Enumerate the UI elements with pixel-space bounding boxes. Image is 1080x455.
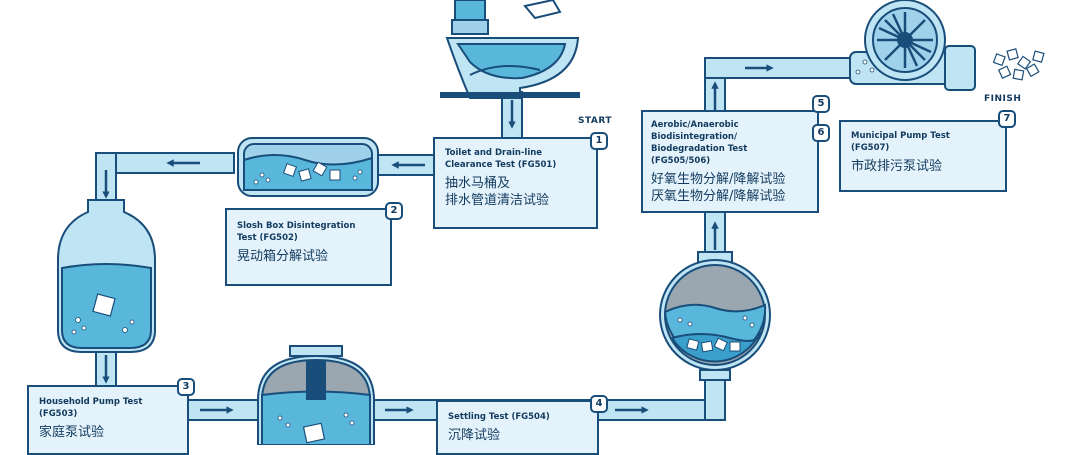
step-5-6-card: Aerobic/Anaerobic Biodisintegration/ Bio… [641, 110, 819, 213]
slosh-box-icon [237, 137, 379, 197]
step-4-title-zh: 沉降试验 [448, 428, 501, 443]
step-1-card: Toilet and Drain-line Clearance Test (FG… [433, 137, 598, 229]
step-2-card: Slosh Box Disintegration Test (FG502) 晃动… [225, 208, 392, 286]
finish-marker: FINISH [984, 94, 1022, 104]
step-7-title-en: Municipal Pump Test (FG507) [851, 131, 950, 153]
bioreactor-tank-icon [659, 251, 771, 381]
pipe-segment [704, 57, 856, 79]
step-4-title-en: Settling Test (FG504) [448, 412, 550, 422]
wipe-fragments-icon [992, 48, 1045, 81]
step-3-number-badge: 3 [177, 378, 195, 396]
step-1-number-badge: 1 [590, 132, 608, 150]
start-marker: START [578, 116, 613, 126]
municipal-pump-icon [849, 0, 976, 91]
step-5-number-badge: 5 [812, 95, 830, 113]
step-3-title-en: Household Pump Test (FG503) [39, 397, 143, 419]
toilet-icon [440, 0, 580, 99]
step-4-number-badge: 4 [590, 395, 608, 413]
step-2-title-zh: 晃动箱分解试验 [237, 249, 329, 264]
step-4-card: Settling Test (FG504) 沉降试验 [436, 400, 599, 455]
step-7-card: Municipal Pump Test (FG507) 市政排污泵试验 [839, 120, 1007, 192]
settling-tank-icon [257, 345, 375, 445]
step-2-number-badge: 2 [385, 202, 403, 220]
process-flow-diagram [57, 0, 1045, 445]
step-1-title-en: Toilet and Drain-line Clearance Test (FG… [445, 148, 557, 170]
step-7-title-zh: 市政排污泵试验 [851, 159, 943, 174]
step-3-card: Household Pump Test (FG503) 家庭泵试验 [27, 385, 189, 455]
step-7-number-badge: 7 [998, 110, 1016, 128]
step-5-title-zh: 好氧生物分解/降解试验 厌氧生物分解/降解试验 [651, 172, 786, 204]
flow-arrows [102, 64, 774, 414]
step-1-title-zh: 抽水马桶及 排水管道清洁试验 [445, 176, 550, 208]
step-3-title-zh: 家庭泵试验 [39, 425, 105, 440]
step-2-title-en: Slosh Box Disintegration Test (FG502) [237, 221, 356, 243]
household-pump-tank-icon [57, 199, 156, 353]
step-5-title-en: Aerobic/Anaerobic Biodisintegration/ Bio… [651, 120, 748, 166]
step-6-number-badge: 6 [812, 124, 830, 142]
